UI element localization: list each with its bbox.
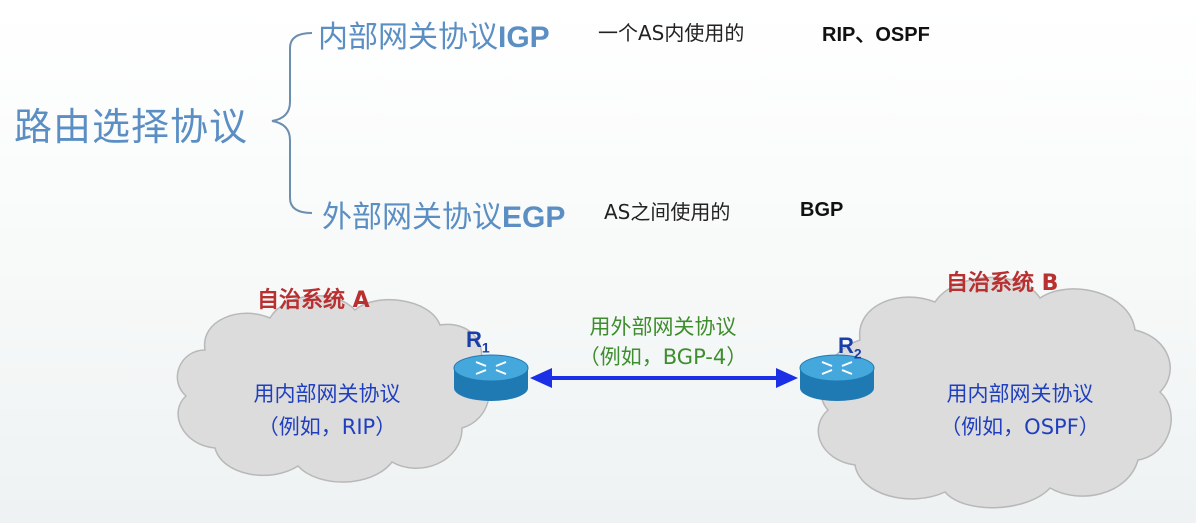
- as-a-description: 用内部网关协议 （例如，RIP）: [222, 378, 432, 444]
- bgp-link-arrow: [530, 368, 798, 388]
- igp-protocols: RIP、OSPF: [822, 24, 930, 46]
- egp-abbr: EGP: [502, 201, 566, 234]
- bracket: [271, 32, 313, 214]
- egp-desc: AS之间使用的: [604, 200, 731, 224]
- router-icon: [453, 354, 529, 401]
- router-r1-letter: R: [466, 327, 482, 352]
- router-icon: [799, 354, 875, 401]
- as-b-title: 自治系统 B: [946, 271, 1059, 296]
- egp-protocols: BGP: [800, 199, 844, 221]
- cloud-a: [176, 294, 490, 483]
- igp-title: 内部网关协议IGP: [318, 12, 550, 56]
- egp-title: 外部网关协议EGP: [322, 192, 565, 236]
- bgp-link-label: 用外部网关协议 （例如，BGP-4）: [548, 312, 778, 372]
- main-title: 路由选择协议: [14, 105, 249, 149]
- igp-title-text: 内部网关协议: [318, 20, 498, 55]
- as-b-description: 用内部网关协议 （例如，OSPF）: [915, 378, 1125, 444]
- router-r2-sub: 2: [853, 345, 862, 362]
- egp-title-text: 外部网关协议: [322, 200, 502, 235]
- link-line1: 用外部网关协议: [589, 315, 737, 339]
- as-a-line2: （例如，RIP）: [257, 415, 397, 439]
- router-r1-sub: 1: [481, 339, 490, 356]
- router-r2-letter: R: [838, 333, 854, 358]
- link-line2: （例如，BGP-4）: [578, 345, 748, 369]
- as-a-title: 自治系统 A: [257, 288, 370, 313]
- igp-abbr: IGP: [498, 21, 550, 54]
- router-r2-label: R2: [838, 333, 862, 361]
- igp-desc: 一个AS内使用的: [598, 21, 745, 45]
- cloud-b: [817, 276, 1172, 509]
- as-a-line1: 用内部网关协议: [253, 382, 401, 406]
- as-b-line1: 用内部网关协议: [946, 382, 1094, 406]
- router-r1-label: R1: [466, 327, 490, 355]
- as-b-line2: （例如，OSPF）: [940, 415, 1100, 439]
